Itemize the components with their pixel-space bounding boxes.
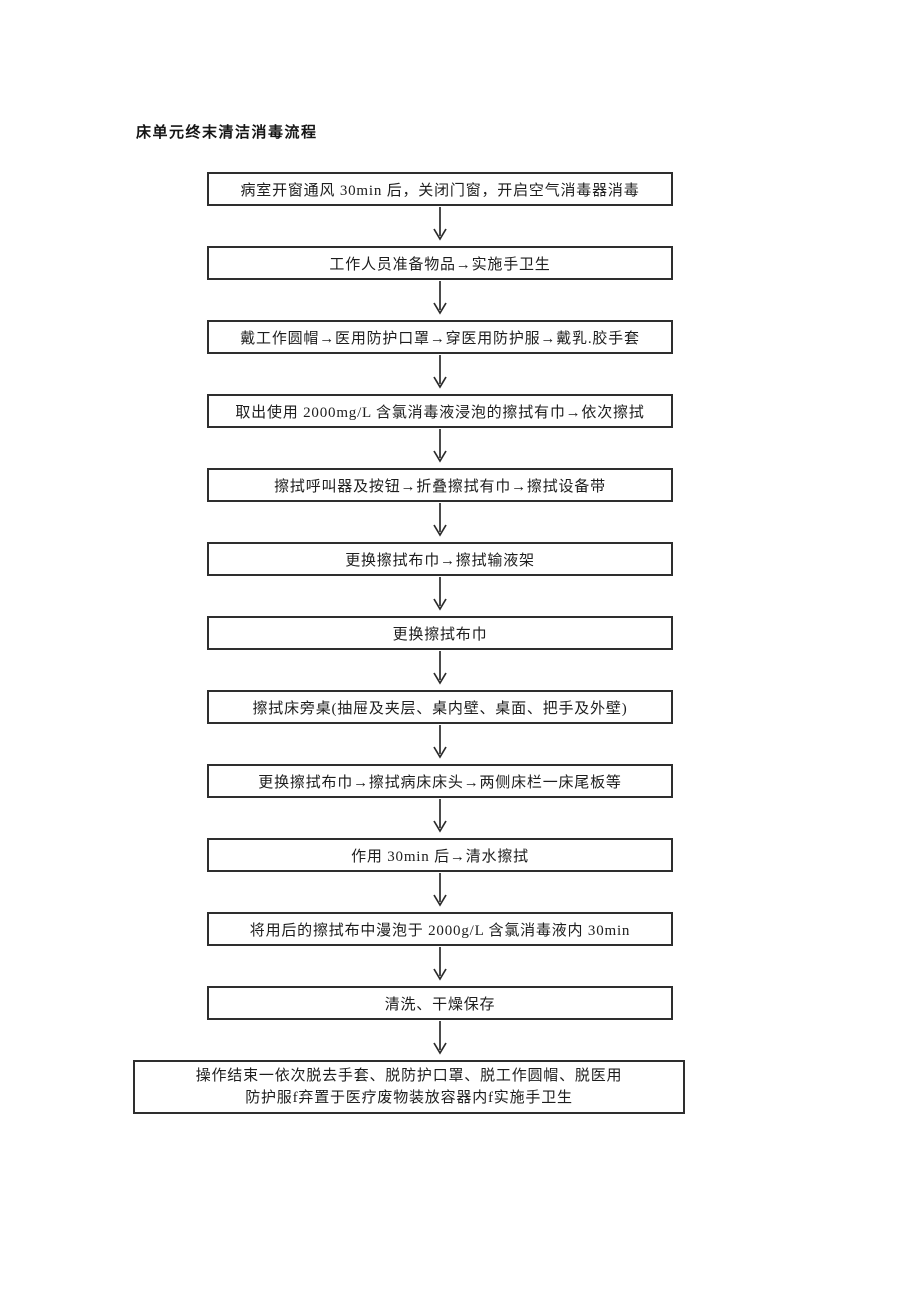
page-title: 床单元终末清洁消毒流程: [136, 123, 318, 141]
down-arrow-icon: [431, 206, 449, 246]
flow-step-7: 更换擦拭布巾: [207, 616, 673, 650]
flow-step-label: 更换擦拭布巾→擦拭病床床头→两侧床栏一床尾板等: [258, 774, 622, 791]
flow-step-label: 更换擦拭布巾: [392, 626, 488, 643]
flow-step-label: 病室开窗通风 30min 后，关闭门窗，开启空气消毒器消毒: [240, 182, 640, 199]
down-arrow-icon: [431, 280, 449, 320]
flow-step-5: 擦拭呼叫器及按钮→折叠擦拭有巾→擦拭设备带: [207, 468, 673, 502]
flow-step-label: 取出使用 2000mg/L 含氯消毒液浸泡的擦拭有巾→依次擦拭: [235, 404, 645, 421]
flow-step-final-line-2: 防护服f弃置于医疗废物装放容器内f实施手卫生: [245, 1090, 573, 1106]
down-arrow-icon: [431, 576, 449, 616]
down-arrow-icon: [431, 502, 449, 542]
flow-step-4: 取出使用 2000mg/L 含氯消毒液浸泡的擦拭有巾→依次擦拭: [207, 394, 673, 428]
down-arrow-icon: [431, 428, 449, 468]
down-arrow-icon: [431, 872, 449, 912]
flow-step-label: 作用 30min 后→清水擦拭: [351, 848, 529, 865]
flow-step-1: 病室开窗通风 30min 后，关闭门窗，开启空气消毒器消毒: [207, 172, 673, 206]
flow-step-9: 更换擦拭布巾→擦拭病床床头→两侧床栏一床尾板等: [207, 764, 673, 798]
flow-step-label: 清洗、干燥保存: [384, 996, 496, 1013]
flow-step-2: 工作人员准备物品→实施手卫生: [207, 246, 673, 280]
flow-step-final-line-1: 操作结束一依次脱去手套、脱防护口罩、脱工作圆帽、脱医用: [195, 1068, 623, 1084]
flowchart: 病室开窗通风 30min 后，关闭门窗，开启空气消毒器消毒 工作人员准备物品→实…: [133, 172, 685, 1114]
flow-step-10: 作用 30min 后→清水擦拭: [207, 838, 673, 872]
down-arrow-icon: [431, 724, 449, 764]
flow-step-3: 戴工作圆帽→医用防护口罩→穿医用防护服→戴乳.胶手套: [207, 320, 673, 354]
flow-step-12: 清洗、干燥保存: [207, 986, 673, 1020]
down-arrow-icon: [431, 946, 449, 986]
flow-step-label: 擦拭呼叫器及按钮→折叠擦拭有巾→擦拭设备带: [274, 478, 606, 495]
flow-step-11: 将用后的擦拭布中漫泡于 2000g/L 含氯消毒液内 30min: [207, 912, 673, 946]
down-arrow-icon: [431, 1020, 449, 1060]
flow-step-final: 操作结束一依次脱去手套、脱防护口罩、脱工作圆帽、脱医用 防护服f弃置于医疗废物装…: [133, 1060, 685, 1114]
down-arrow-icon: [431, 798, 449, 838]
flow-step-8: 擦拭床旁桌(抽屉及夹层、桌内壁、桌面、把手及外壁): [207, 690, 673, 724]
flow-step-label: 更换擦拭布巾→擦拭输液架: [345, 552, 535, 569]
down-arrow-icon: [431, 650, 449, 690]
flow-step-label: 工作人员准备物品→实施手卫生: [329, 256, 551, 273]
down-arrow-icon: [431, 354, 449, 394]
flow-step-label: 擦拭床旁桌(抽屉及夹层、桌内壁、桌面、把手及外壁): [252, 700, 628, 717]
flow-step-label: 将用后的擦拭布中漫泡于 2000g/L 含氯消毒液内 30min: [249, 922, 631, 939]
flow-step-6: 更换擦拭布巾→擦拭输液架: [207, 542, 673, 576]
flow-step-label: 戴工作圆帽→医用防护口罩→穿医用防护服→戴乳.胶手套: [240, 330, 640, 347]
